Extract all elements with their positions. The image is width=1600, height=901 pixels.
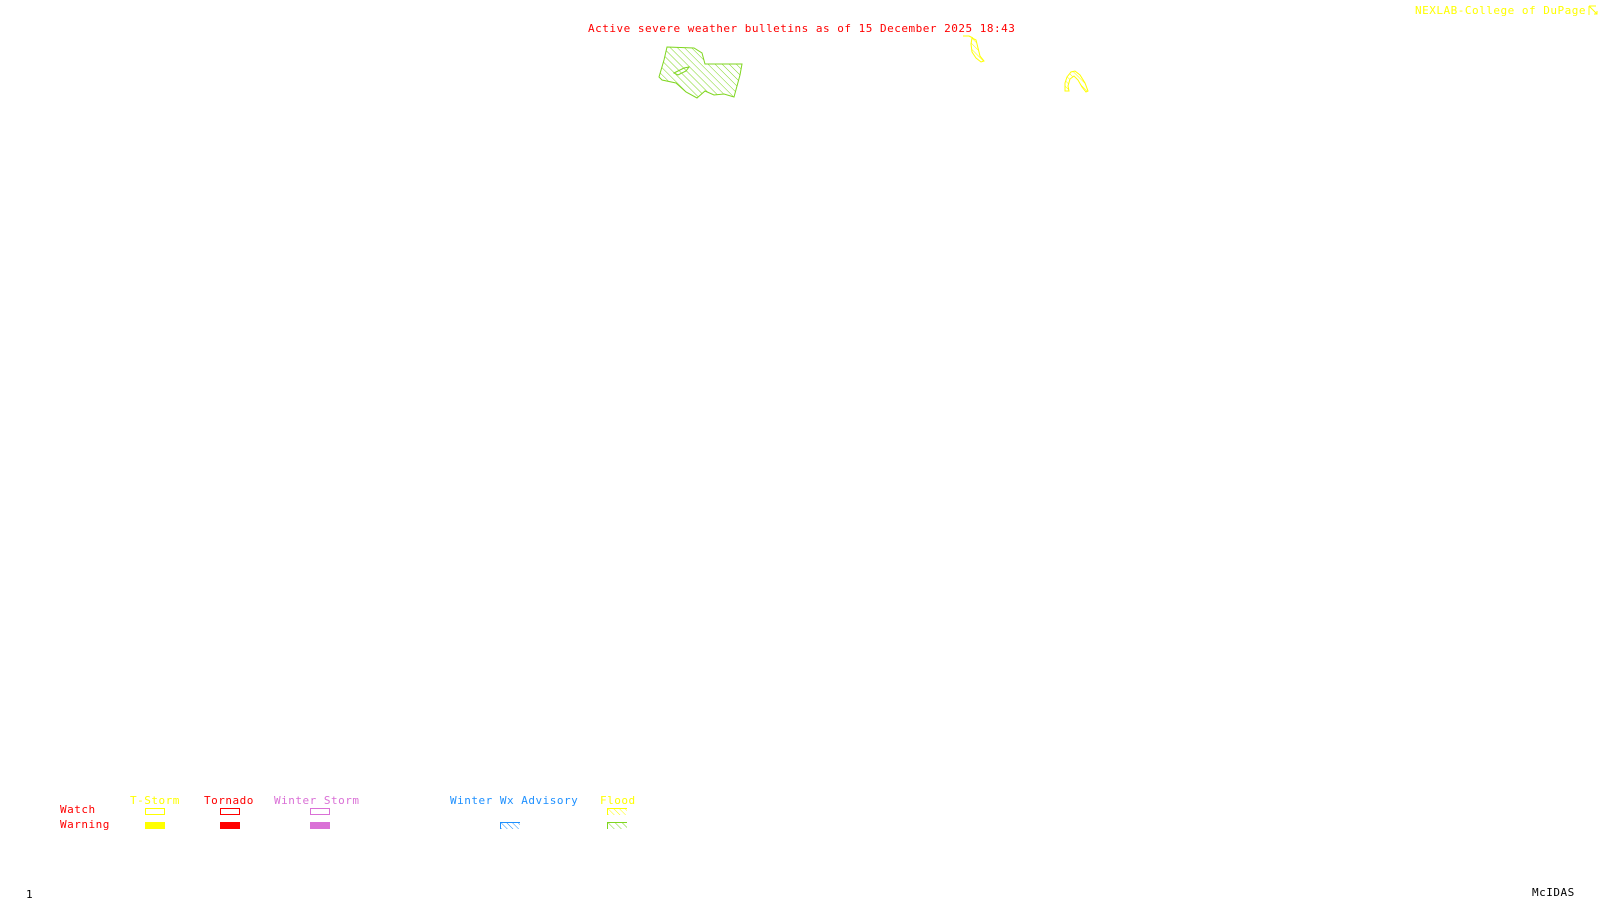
- flood-warning-polygon[interactable]: [658, 46, 743, 99]
- frame-number: 1: [26, 888, 34, 901]
- legend-tornado-warning-swatch: [220, 822, 240, 829]
- flood-watch-polygon[interactable]: [963, 35, 985, 63]
- legend-tstorm-label: T-Storm: [130, 794, 180, 807]
- legend-winter-storm-watch-swatch: [310, 808, 330, 815]
- legend-flood-label: Flood: [600, 794, 636, 807]
- legend-row-warning: Warning: [60, 818, 110, 831]
- legend-row-watch: Watch: [60, 803, 96, 816]
- corner-arrow-icon: [1588, 5, 1598, 15]
- software-label: McIDAS: [1532, 886, 1575, 899]
- legend-flood-warning-swatch: [607, 822, 627, 829]
- legend-winter-storm-warning-swatch: [310, 822, 330, 829]
- legend-tornado-watch-swatch: [220, 808, 240, 815]
- map-title: Active severe weather bulletins as of 15…: [588, 22, 1016, 35]
- legend-tstorm-warning-swatch: [145, 822, 165, 829]
- flood-watch-polygon[interactable]: [1064, 70, 1089, 93]
- legend-winter-wx-advisory-label: Winter Wx Advisory: [450, 794, 579, 807]
- legend-tstorm-watch-swatch: [145, 808, 165, 815]
- legend-winter-wx-advisory-swatch: [500, 822, 520, 829]
- legend-tornado-label: Tornado: [204, 794, 254, 807]
- legend-flood-watch-swatch: [607, 808, 627, 815]
- legend-winter-storm-label: Winter Storm: [274, 794, 360, 807]
- credit-label: NEXLAB-College of DuPage: [1415, 4, 1586, 17]
